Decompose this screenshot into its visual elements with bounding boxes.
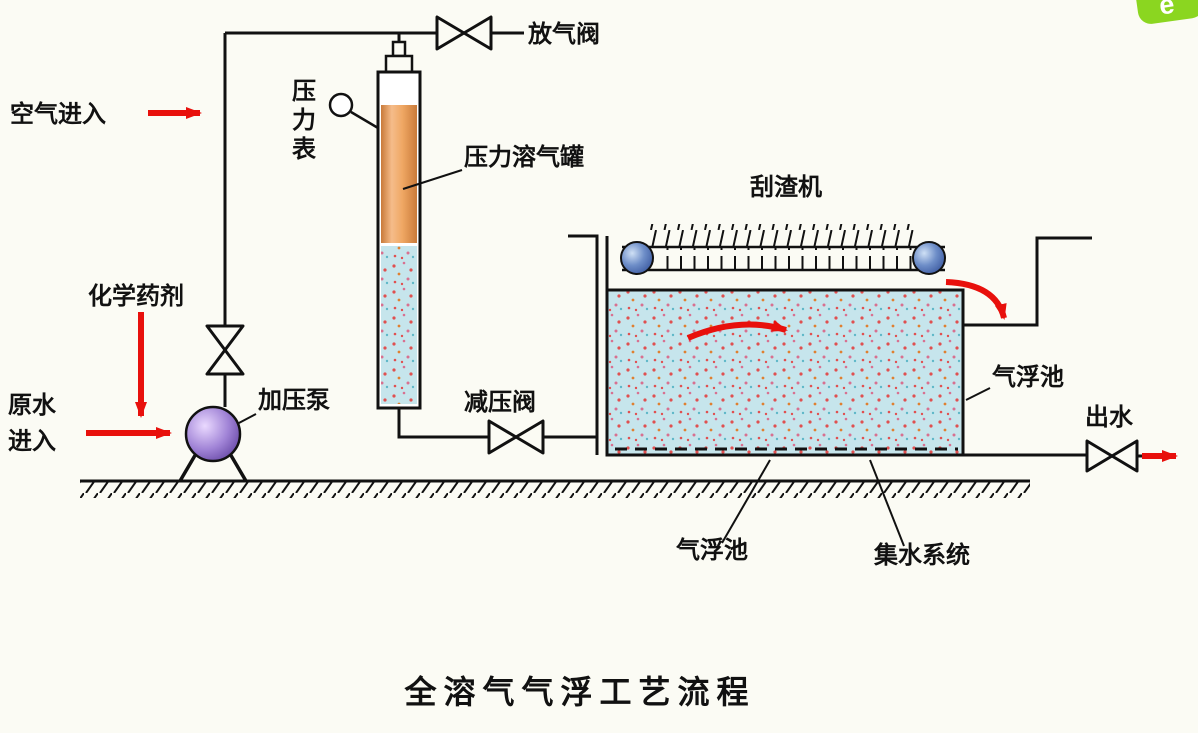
leader-flotation-bottom xyxy=(721,459,771,544)
label-collection: 集水系统 xyxy=(873,541,970,569)
pump-leg-right xyxy=(227,451,248,482)
tank-flow-arrow xyxy=(686,320,788,341)
inlet-channel-outer xyxy=(568,234,599,455)
label-flotation-bottom: 气浮池 xyxy=(675,536,748,564)
leader-lines xyxy=(236,169,991,547)
label-gauge-2: 力 xyxy=(292,107,316,134)
vent-valve-symbol xyxy=(435,15,493,51)
scraper-blades xyxy=(648,224,920,247)
scum-channel xyxy=(963,236,1092,327)
diagram-title: 全溶气气浮工艺流程 xyxy=(403,674,755,710)
pressure-gauge xyxy=(328,92,379,130)
flow-arrows xyxy=(86,107,1178,462)
leader-pump xyxy=(236,413,257,425)
inline-valve-symbol xyxy=(205,324,245,376)
scum-scraper xyxy=(620,224,946,275)
logo-badge xyxy=(1135,0,1198,24)
label-gauge-1: 压 xyxy=(292,78,316,105)
column-water-section xyxy=(381,246,417,404)
scraper-pulley-left xyxy=(620,241,654,275)
label-water-out: 出水 xyxy=(1085,404,1134,431)
label-gauge-3: 表 xyxy=(292,136,317,163)
tank-body xyxy=(605,288,965,457)
reducing-valve-symbol xyxy=(487,419,545,455)
label-reducing-valve: 减压阀 xyxy=(464,389,536,416)
pressure-dissolving-tank xyxy=(376,40,422,410)
ground xyxy=(80,479,1030,498)
label-raw-water-1: 原水 xyxy=(8,392,57,419)
flotation-tank xyxy=(568,234,1092,457)
leader-collection xyxy=(869,459,905,547)
pump-leg-left xyxy=(178,451,199,482)
leader-dissolving-tank xyxy=(402,169,463,190)
column-cap xyxy=(384,54,414,74)
label-pump: 加压泵 xyxy=(258,387,330,414)
column-packing-section xyxy=(381,105,417,243)
label-vent-valve: 放气阀 xyxy=(527,20,600,48)
gauge-dial xyxy=(328,92,354,118)
label-raw-water-2: 进入 xyxy=(8,428,56,455)
pump-body xyxy=(184,405,242,463)
label-chemical: 化学药剂 xyxy=(88,282,184,310)
corner-logo: e xyxy=(1135,0,1198,24)
logo-letter: e xyxy=(1157,0,1176,21)
scraper-flights xyxy=(655,247,920,270)
valves xyxy=(205,15,1139,473)
gauge-stem xyxy=(350,110,379,130)
ground-hatch xyxy=(80,481,1030,498)
label-air-in: 空气进入 xyxy=(10,100,106,128)
scum-overflow-arrow xyxy=(945,279,1007,320)
label-scraper: 刮渣机 xyxy=(750,173,822,201)
outlet-valve-symbol xyxy=(1085,439,1139,473)
label-dissolving-tank: 压力溶气罐 xyxy=(464,143,584,171)
scraper-pulley-right xyxy=(912,241,946,275)
column-outlet-pipe xyxy=(397,408,489,439)
label-flotation-right: 气浮池 xyxy=(991,363,1064,391)
leader-flotation-right xyxy=(965,387,991,401)
pressure-pump xyxy=(178,405,248,482)
column-neck xyxy=(391,40,407,58)
